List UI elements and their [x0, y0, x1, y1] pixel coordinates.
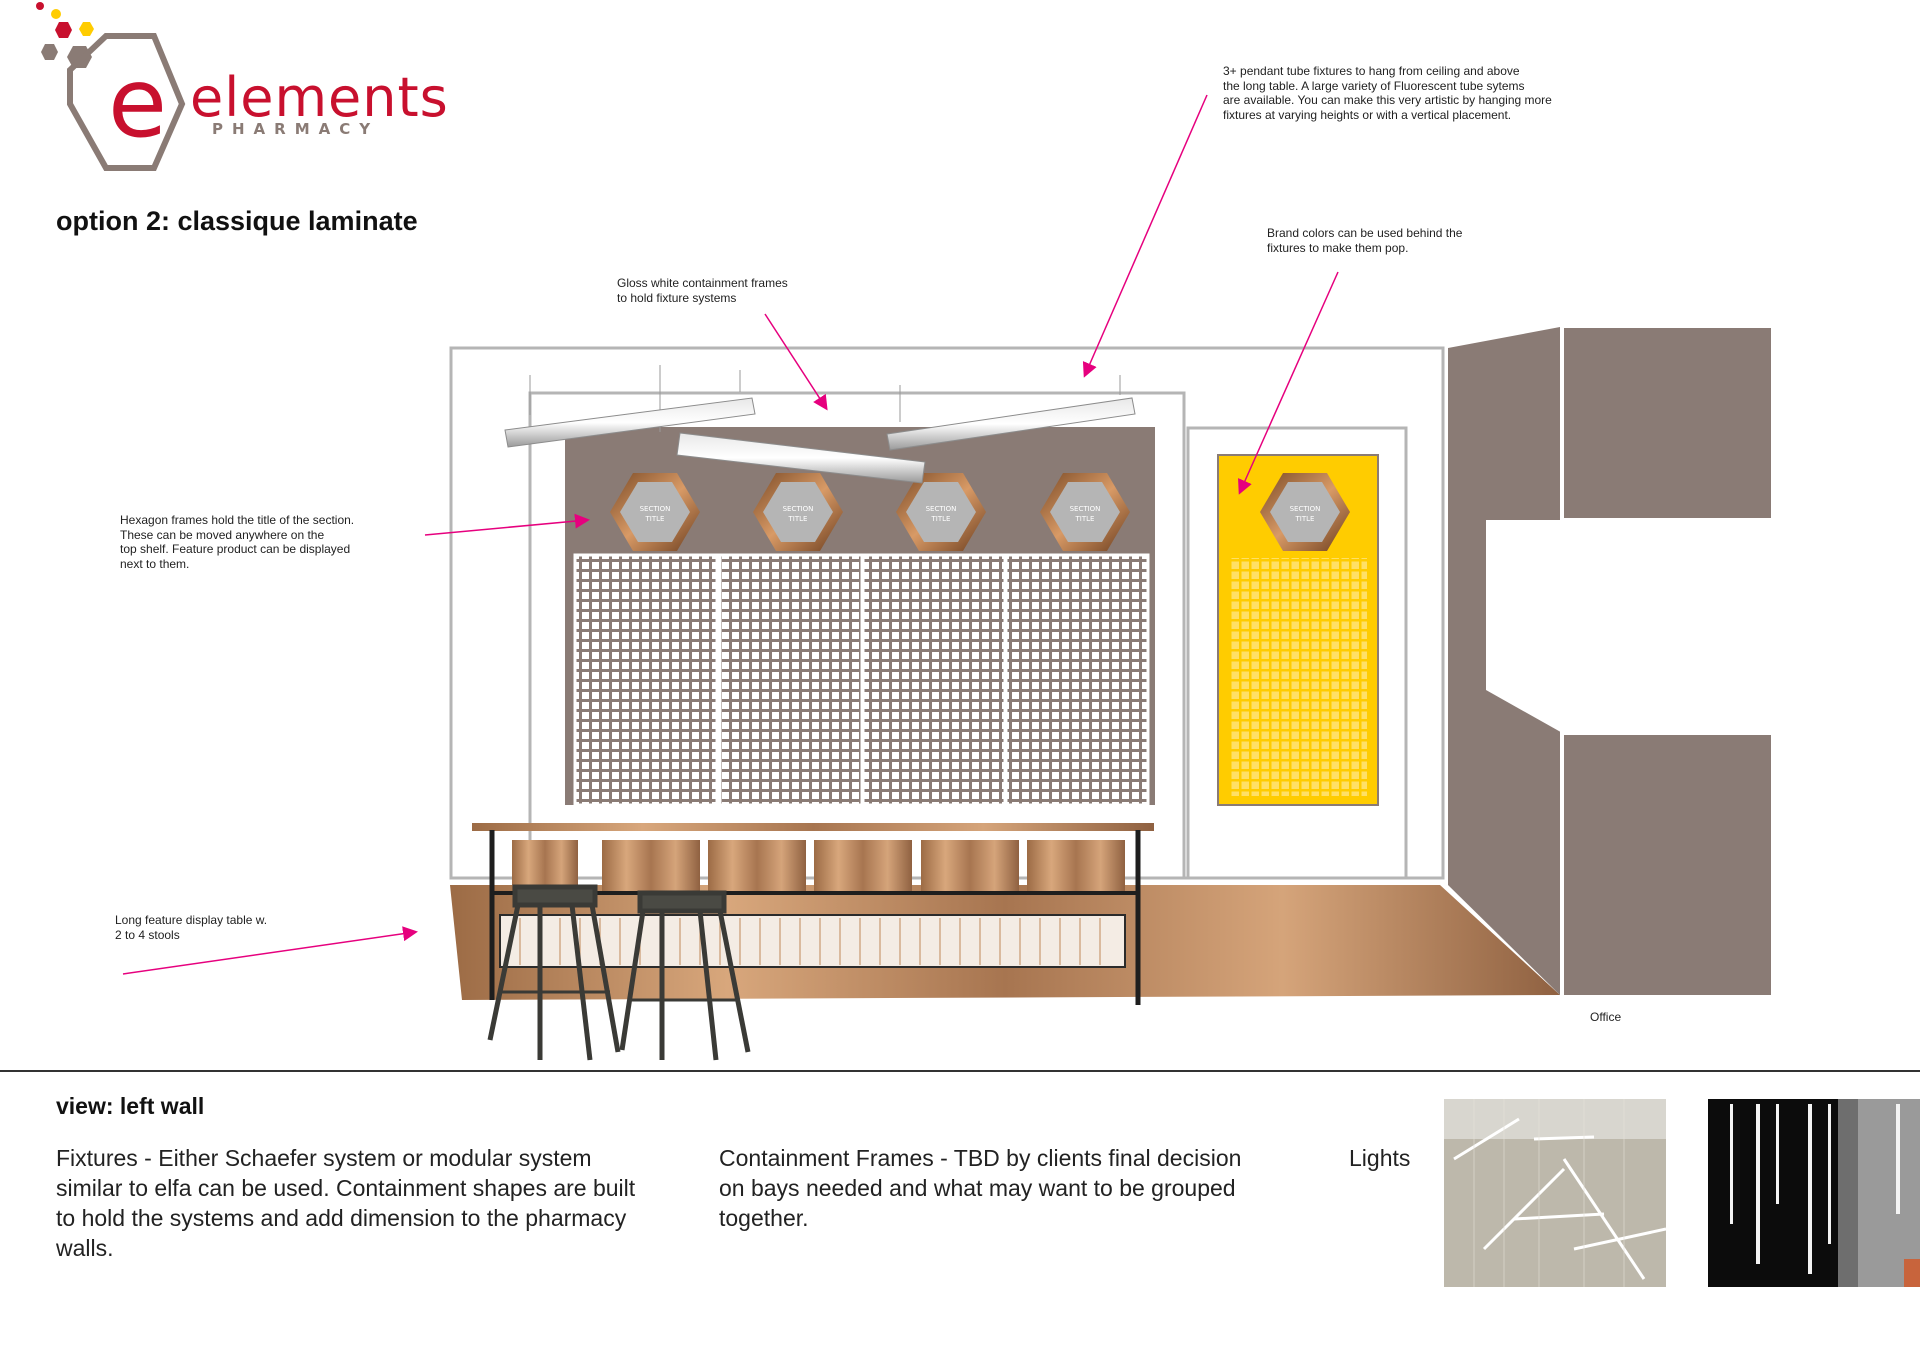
hex-label-5-line1: SECTION — [1290, 505, 1321, 513]
feature-display-table — [472, 823, 1154, 1005]
hexagon-section-title-1 — [610, 473, 700, 551]
logo-subtitle: PHARMACY — [212, 120, 380, 138]
hex-label-4-line1: SECTION — [1070, 505, 1101, 513]
shelf-grid-yellow — [1227, 556, 1369, 798]
stool-1 — [487, 884, 621, 1061]
view-title: view: left wall — [56, 1093, 205, 1119]
description-containment: Containment Frames - TBD by clients fina… — [719, 1145, 1242, 1231]
shelf-grid-1 — [573, 553, 719, 807]
pendant-light-fixtures — [504, 365, 1136, 484]
logo-hex-grey-1 — [41, 44, 58, 60]
hexagon-section-title-4 — [1040, 473, 1130, 551]
hex-label-1-line2: TITLE — [645, 515, 665, 523]
hexagon-section-title-3 — [896, 473, 986, 551]
logo-hexagon-outline — [67, 33, 186, 171]
logo-wordmark: elements — [190, 66, 449, 129]
lights-label: Lights — [1349, 1145, 1411, 1171]
annotation-pendant: 3+ pendant tube fixtures to hang from ce… — [1223, 64, 1552, 122]
wall-elevation-drawing: SECTION TITLE SECTION TITLE SECTION TITL… — [122, 94, 1771, 1061]
logo-dot-red — [36, 2, 44, 10]
shelf-grid-4 — [1004, 553, 1150, 807]
logo-hex-red — [55, 22, 72, 38]
annotation-containment: Gloss white containment frames to hold f… — [617, 276, 788, 305]
shelf-grid-3 — [861, 553, 1007, 807]
hex-label-4-line2: TITLE — [1075, 515, 1095, 523]
hexagon-section-title-2 — [753, 473, 843, 551]
logo-letter-e: e — [108, 47, 167, 159]
logo: e — [30, 0, 430, 180]
logo-mark: e — [36, 2, 186, 171]
office-wall — [1448, 327, 1771, 995]
annotation-arrows — [122, 94, 1339, 975]
description-fixtures: Fixtures - Either Schaefer system or mod… — [56, 1145, 636, 1261]
hex-label-5-line2: TITLE — [1295, 515, 1315, 523]
section-divider — [0, 1070, 1920, 1072]
hex-label-2-line2: TITLE — [788, 515, 808, 523]
annotation-table: Long feature display table w. 2 to 4 sto… — [115, 913, 268, 942]
hex-label-2-line1: SECTION — [783, 505, 814, 513]
annotation-office: Office — [1590, 1010, 1622, 1024]
page-title: option 2: classique laminate — [56, 206, 418, 236]
lights-photo-1 — [1444, 1099, 1666, 1287]
hexagon-section-title-5 — [1260, 473, 1350, 551]
hex-label-3-line1: SECTION — [926, 505, 957, 513]
stool-2 — [619, 890, 751, 1061]
logo-dot-yellow — [51, 9, 61, 19]
shelf-grid-2 — [718, 553, 864, 807]
hex-label-3-line2: TITLE — [931, 515, 951, 523]
lights-photo-2 — [1708, 1099, 1920, 1287]
annotation-hexagon: Hexagon frames hold the title of the sec… — [120, 513, 355, 571]
logo-hex-yellow — [79, 22, 94, 36]
annotation-brand-colors: Brand colors can be used behind the fixt… — [1267, 226, 1463, 255]
hex-label-1-line1: SECTION — [640, 505, 671, 513]
